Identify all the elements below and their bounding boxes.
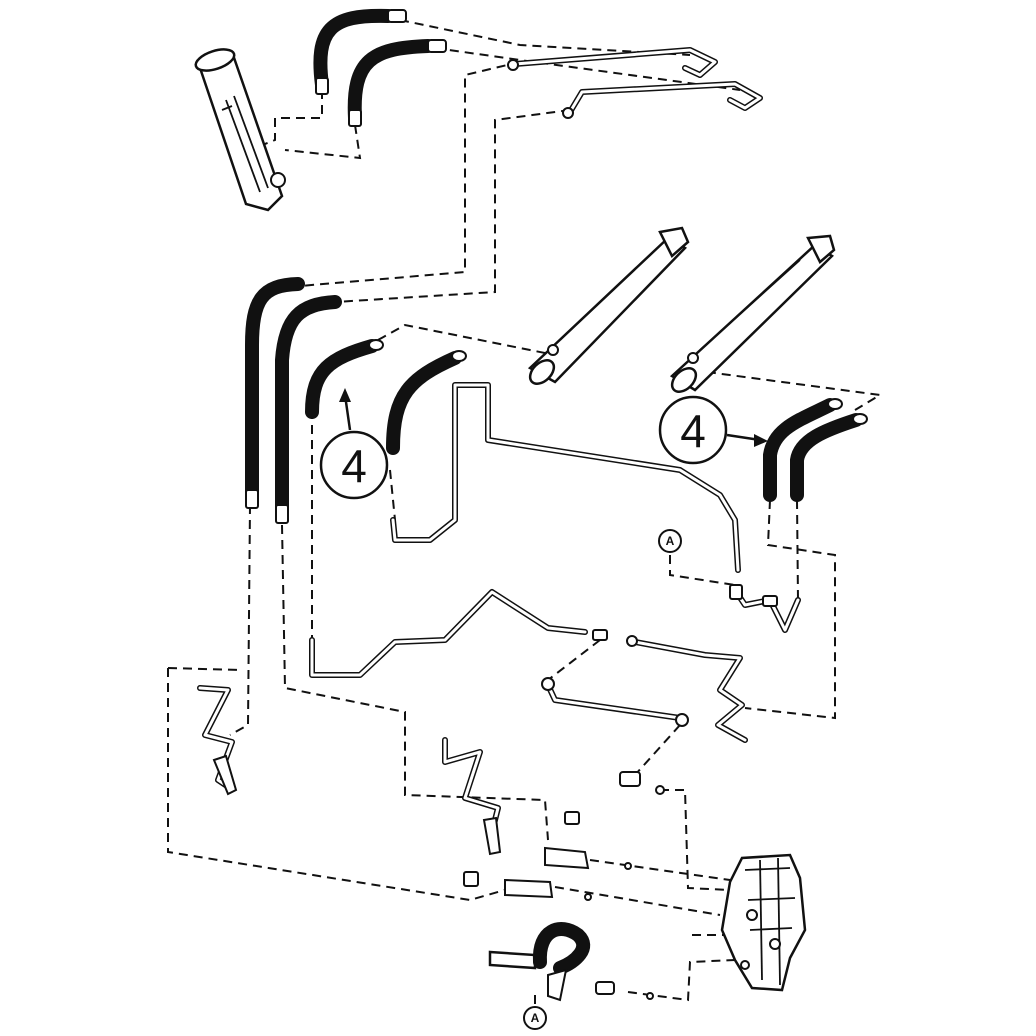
steel-tube-right-loop [626,635,748,743]
marker-a-middle: A [658,529,682,553]
long-hose-2 [275,295,342,524]
control-valve [720,853,807,992]
bottom-u-hose [488,922,654,1002]
middle-cylinder-left [527,226,690,385]
bent-tube-left [197,685,238,796]
dashed-leader-lines [167,19,883,1008]
long-hose-1 [245,277,305,509]
top-left-cylinder [194,48,286,212]
marker-label-a-middle: A [666,534,675,548]
marker-label-a-bottom: A [531,1011,540,1025]
top-hose-2 [347,39,447,127]
item-4-hose-right-a [763,398,843,502]
right-fittings-cluster [592,584,801,641]
bent-tube-center [442,737,502,856]
top-hose-1 [313,8,407,95]
lower-fittings [463,771,665,901]
steel-tube-short [541,677,689,727]
marker-a-bottom: A [523,1006,547,1030]
steel-tube-middle [390,382,741,573]
top-tube-1 [507,47,718,78]
item-4-hose-right-b [790,413,868,502]
callout-label-4-left: 4 [341,440,367,492]
callout-item-4-right: 4 [658,395,768,465]
item-4-hose-left-a [305,339,384,419]
callout-item-4-left: 4 [319,388,389,500]
callout-label-4-right: 4 [680,405,706,457]
item-4-hose-left-b [386,350,467,455]
middle-cylinder-right [669,234,836,393]
steel-tube-lower [309,589,588,678]
top-tube-2 [562,81,763,119]
